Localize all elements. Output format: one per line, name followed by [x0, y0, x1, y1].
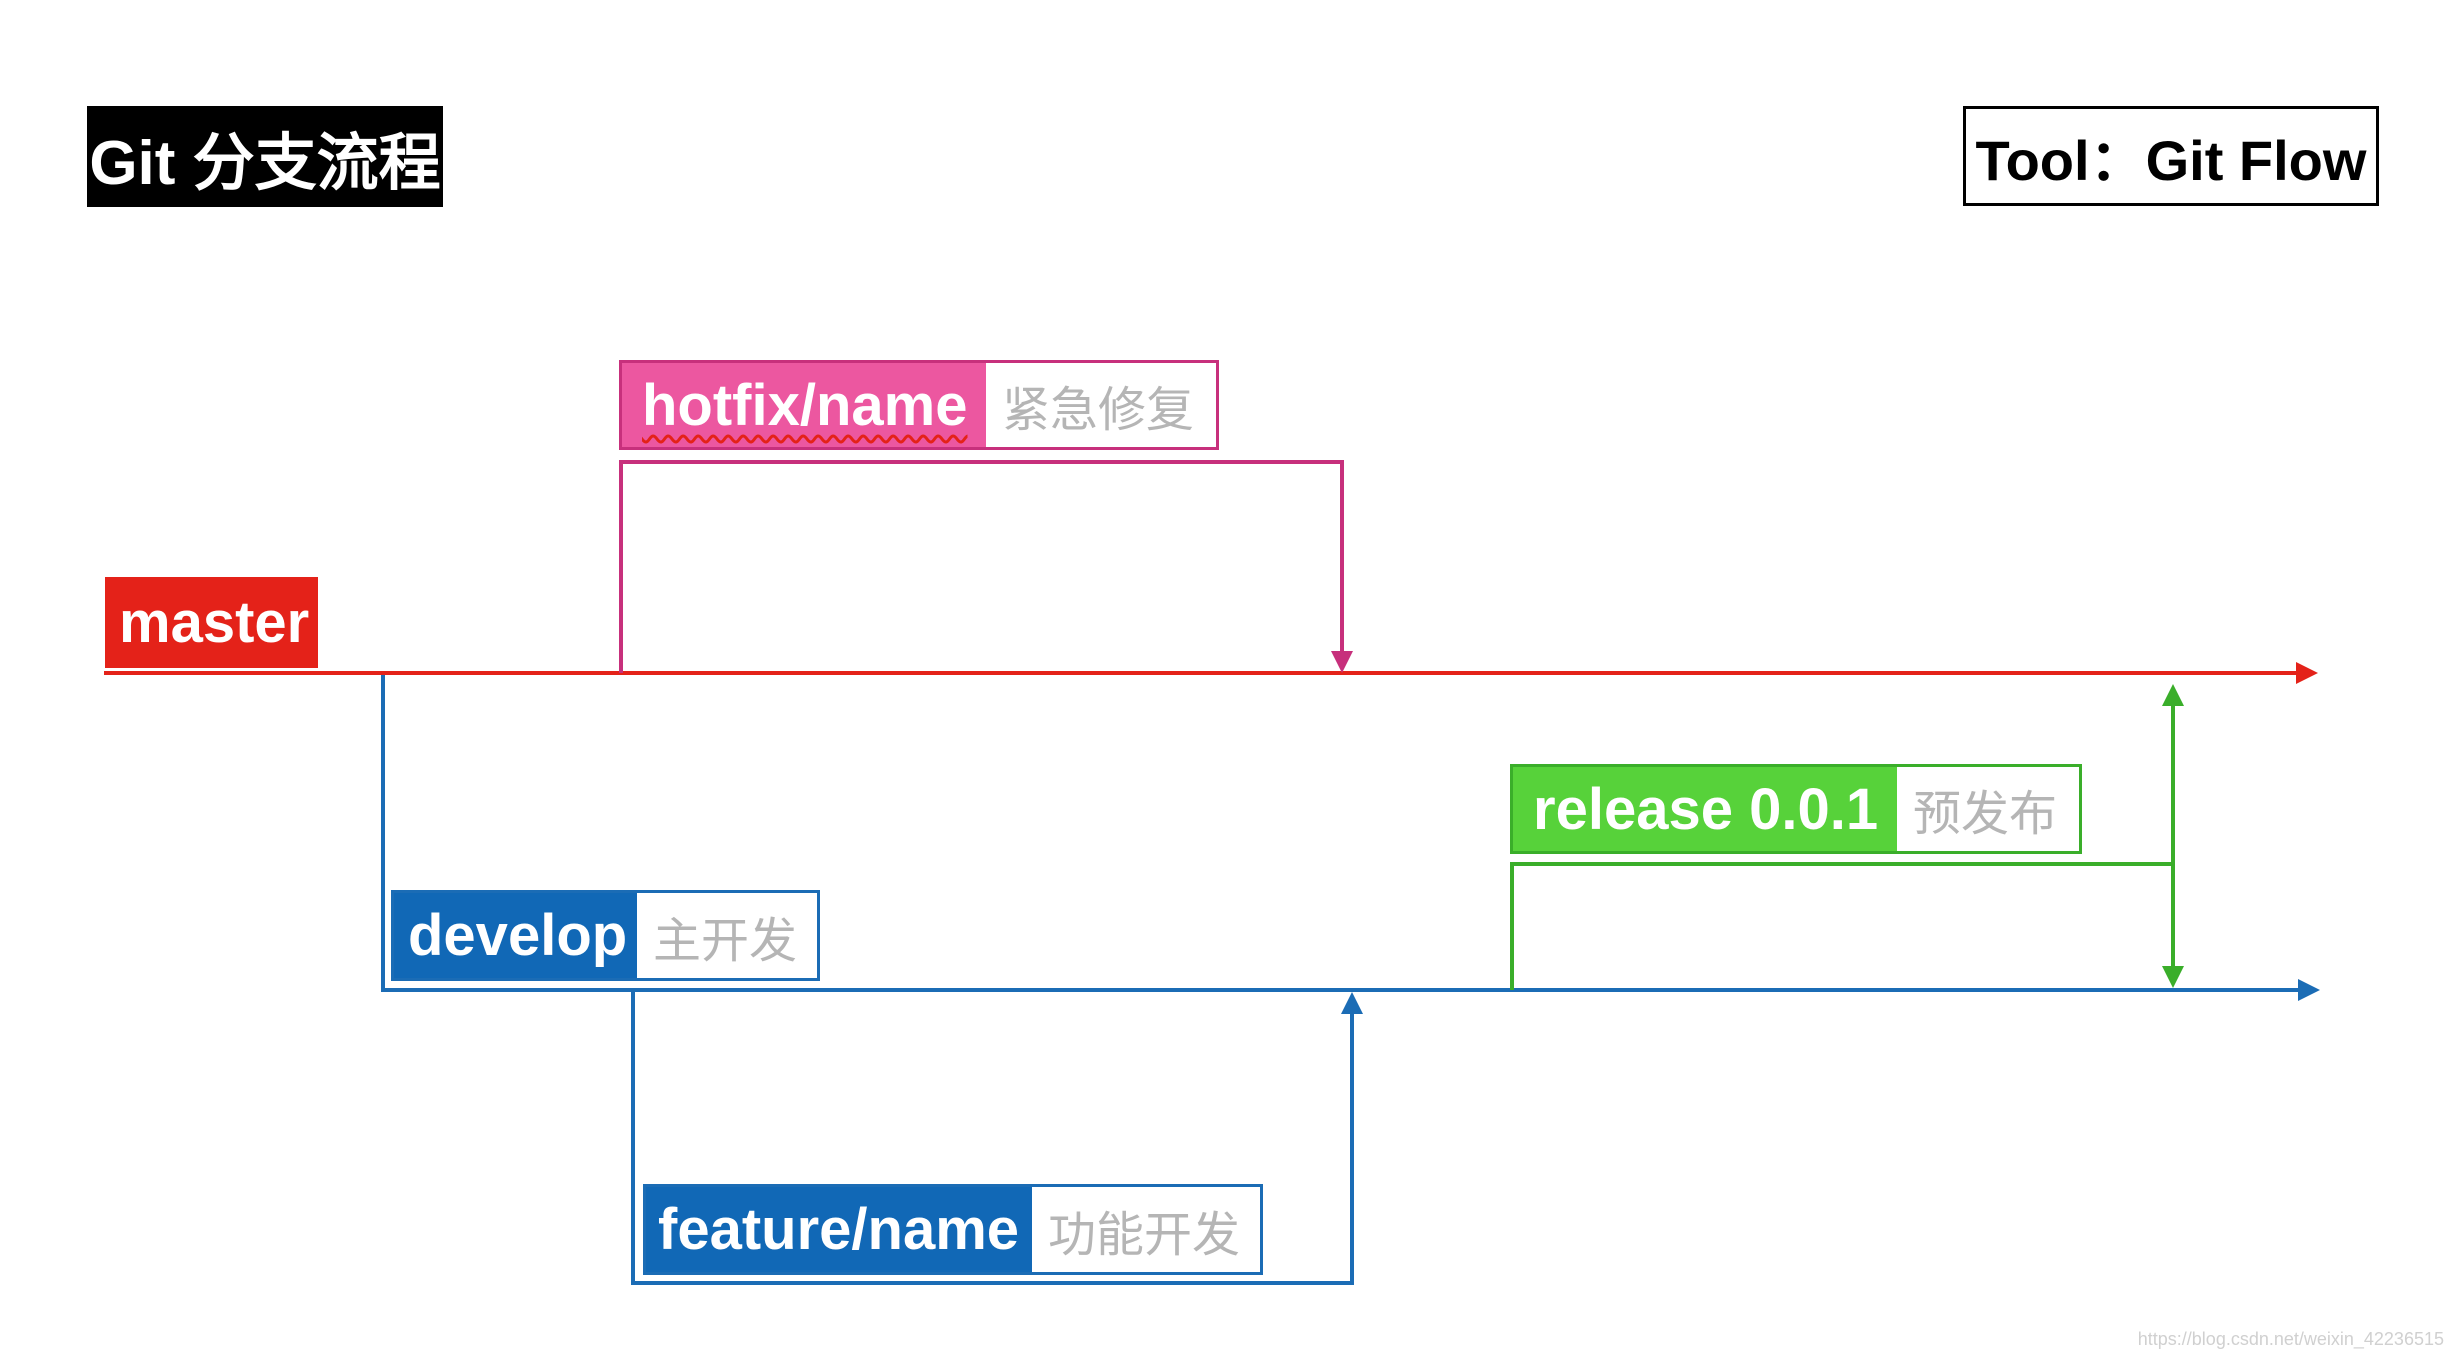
feature-branch-label: feature/name 功能开发: [643, 1184, 1263, 1275]
develop-branch-label: develop 主开发: [391, 890, 820, 981]
watermark: https://blog.csdn.net/weixin_42236515: [2137, 1329, 2444, 1349]
release-line: [1510, 684, 2184, 990]
master-branch-label: master: [105, 577, 318, 668]
master-label-text: master: [119, 590, 310, 655]
develop-label-text: develop: [394, 893, 637, 978]
develop-line: [381, 675, 2320, 1001]
hotfix-label-text: hotfix/name: [642, 372, 968, 438]
hotfix-label-desc: 紧急修复: [986, 363, 1216, 447]
release-branch-label: release 0.0.1 预发布: [1510, 764, 2082, 854]
feature-line: [631, 990, 1363, 1285]
hotfix-branch-label: hotfix/name 紧急修复: [619, 360, 1219, 450]
release-label-desc: 预发布: [1897, 767, 2079, 851]
tool-label: Tool：Git Flow: [1963, 106, 2379, 206]
master-line: [104, 662, 2318, 684]
feature-label-text: feature/name: [646, 1187, 1032, 1272]
develop-label-desc: 主开发: [637, 893, 817, 978]
release-label-text: release 0.0.1: [1513, 767, 1897, 851]
feature-label-desc: 功能开发: [1032, 1187, 1260, 1272]
hotfix-line: [619, 460, 1353, 673]
diagram-title: Git 分支流程: [87, 106, 443, 207]
hotfix-label-main: hotfix/name: [622, 363, 986, 447]
